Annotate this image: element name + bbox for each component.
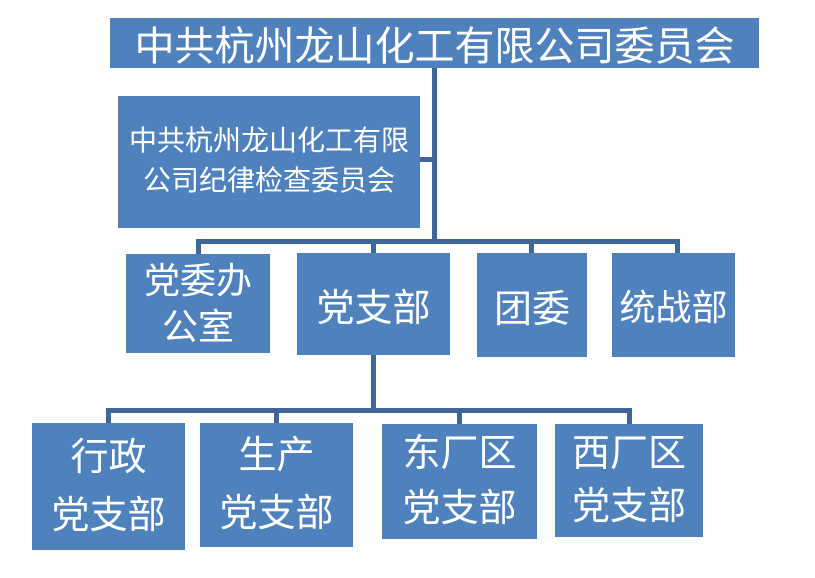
node-label: 党支部	[316, 287, 431, 330]
node-label-line: 公室	[161, 306, 234, 347]
node-label-line: 行政	[70, 436, 147, 479]
node-label-line: 西厂区	[571, 432, 686, 475]
connector-drop-west-plant-branch	[627, 413, 632, 424]
node-label-line: 生产	[238, 435, 315, 477]
connector-drop-united-front	[675, 244, 680, 254]
connector-drop-party-branch	[371, 244, 376, 254]
node-label-line: 东厂区	[402, 432, 517, 475]
node-production-party-branch: 生产 党支部	[200, 423, 353, 547]
connector-drop-east-plant-branch	[457, 413, 462, 424]
connector-drop-production-branch	[274, 413, 279, 424]
connector-drop-admin-branch	[106, 413, 111, 424]
node-label-line: 党支部	[219, 493, 334, 535]
node-east-plant-party-branch: 东厂区 党支部	[382, 424, 537, 539]
node-label-line: 中共杭州龙山化工有限	[128, 126, 409, 157]
connector-root-vertical	[432, 68, 437, 244]
node-label: 中共杭州龙山化工有限公司委员会	[134, 24, 735, 69]
connector-assistant-stub	[420, 157, 432, 162]
node-label: 团委	[493, 288, 570, 331]
connector-level3-rail	[196, 239, 680, 244]
connector-drop-party-committee-office	[196, 244, 201, 255]
connector-party-branch-vertical	[371, 355, 376, 413]
node-party-branch: 党支部	[297, 253, 450, 355]
connector-level4-rail	[106, 408, 632, 413]
node-admin-party-branch: 行政 党支部	[32, 423, 185, 550]
node-label-line: 党支部	[402, 487, 517, 530]
node-discipline-inspection-committee: 中共杭州龙山化工有限 公司纪律检查委员会	[118, 96, 420, 228]
node-label-line: 党委办	[143, 260, 252, 301]
node-youth-league-committee: 团委	[477, 253, 587, 357]
node-label-line: 公司纪律检查委员会	[142, 166, 395, 197]
node-label-line: 党支部	[51, 494, 166, 537]
node-label-line: 党支部	[571, 485, 686, 528]
node-label: 统战部	[619, 288, 728, 328]
node-party-committee-office: 党委办 公室	[126, 254, 270, 353]
node-party-committee: 中共杭州龙山化工有限公司委员会	[110, 18, 759, 69]
node-united-front-department: 统战部	[612, 253, 735, 357]
node-west-plant-party-branch: 西厂区 党支部	[555, 424, 703, 537]
connector-drop-youth-league	[529, 244, 534, 254]
